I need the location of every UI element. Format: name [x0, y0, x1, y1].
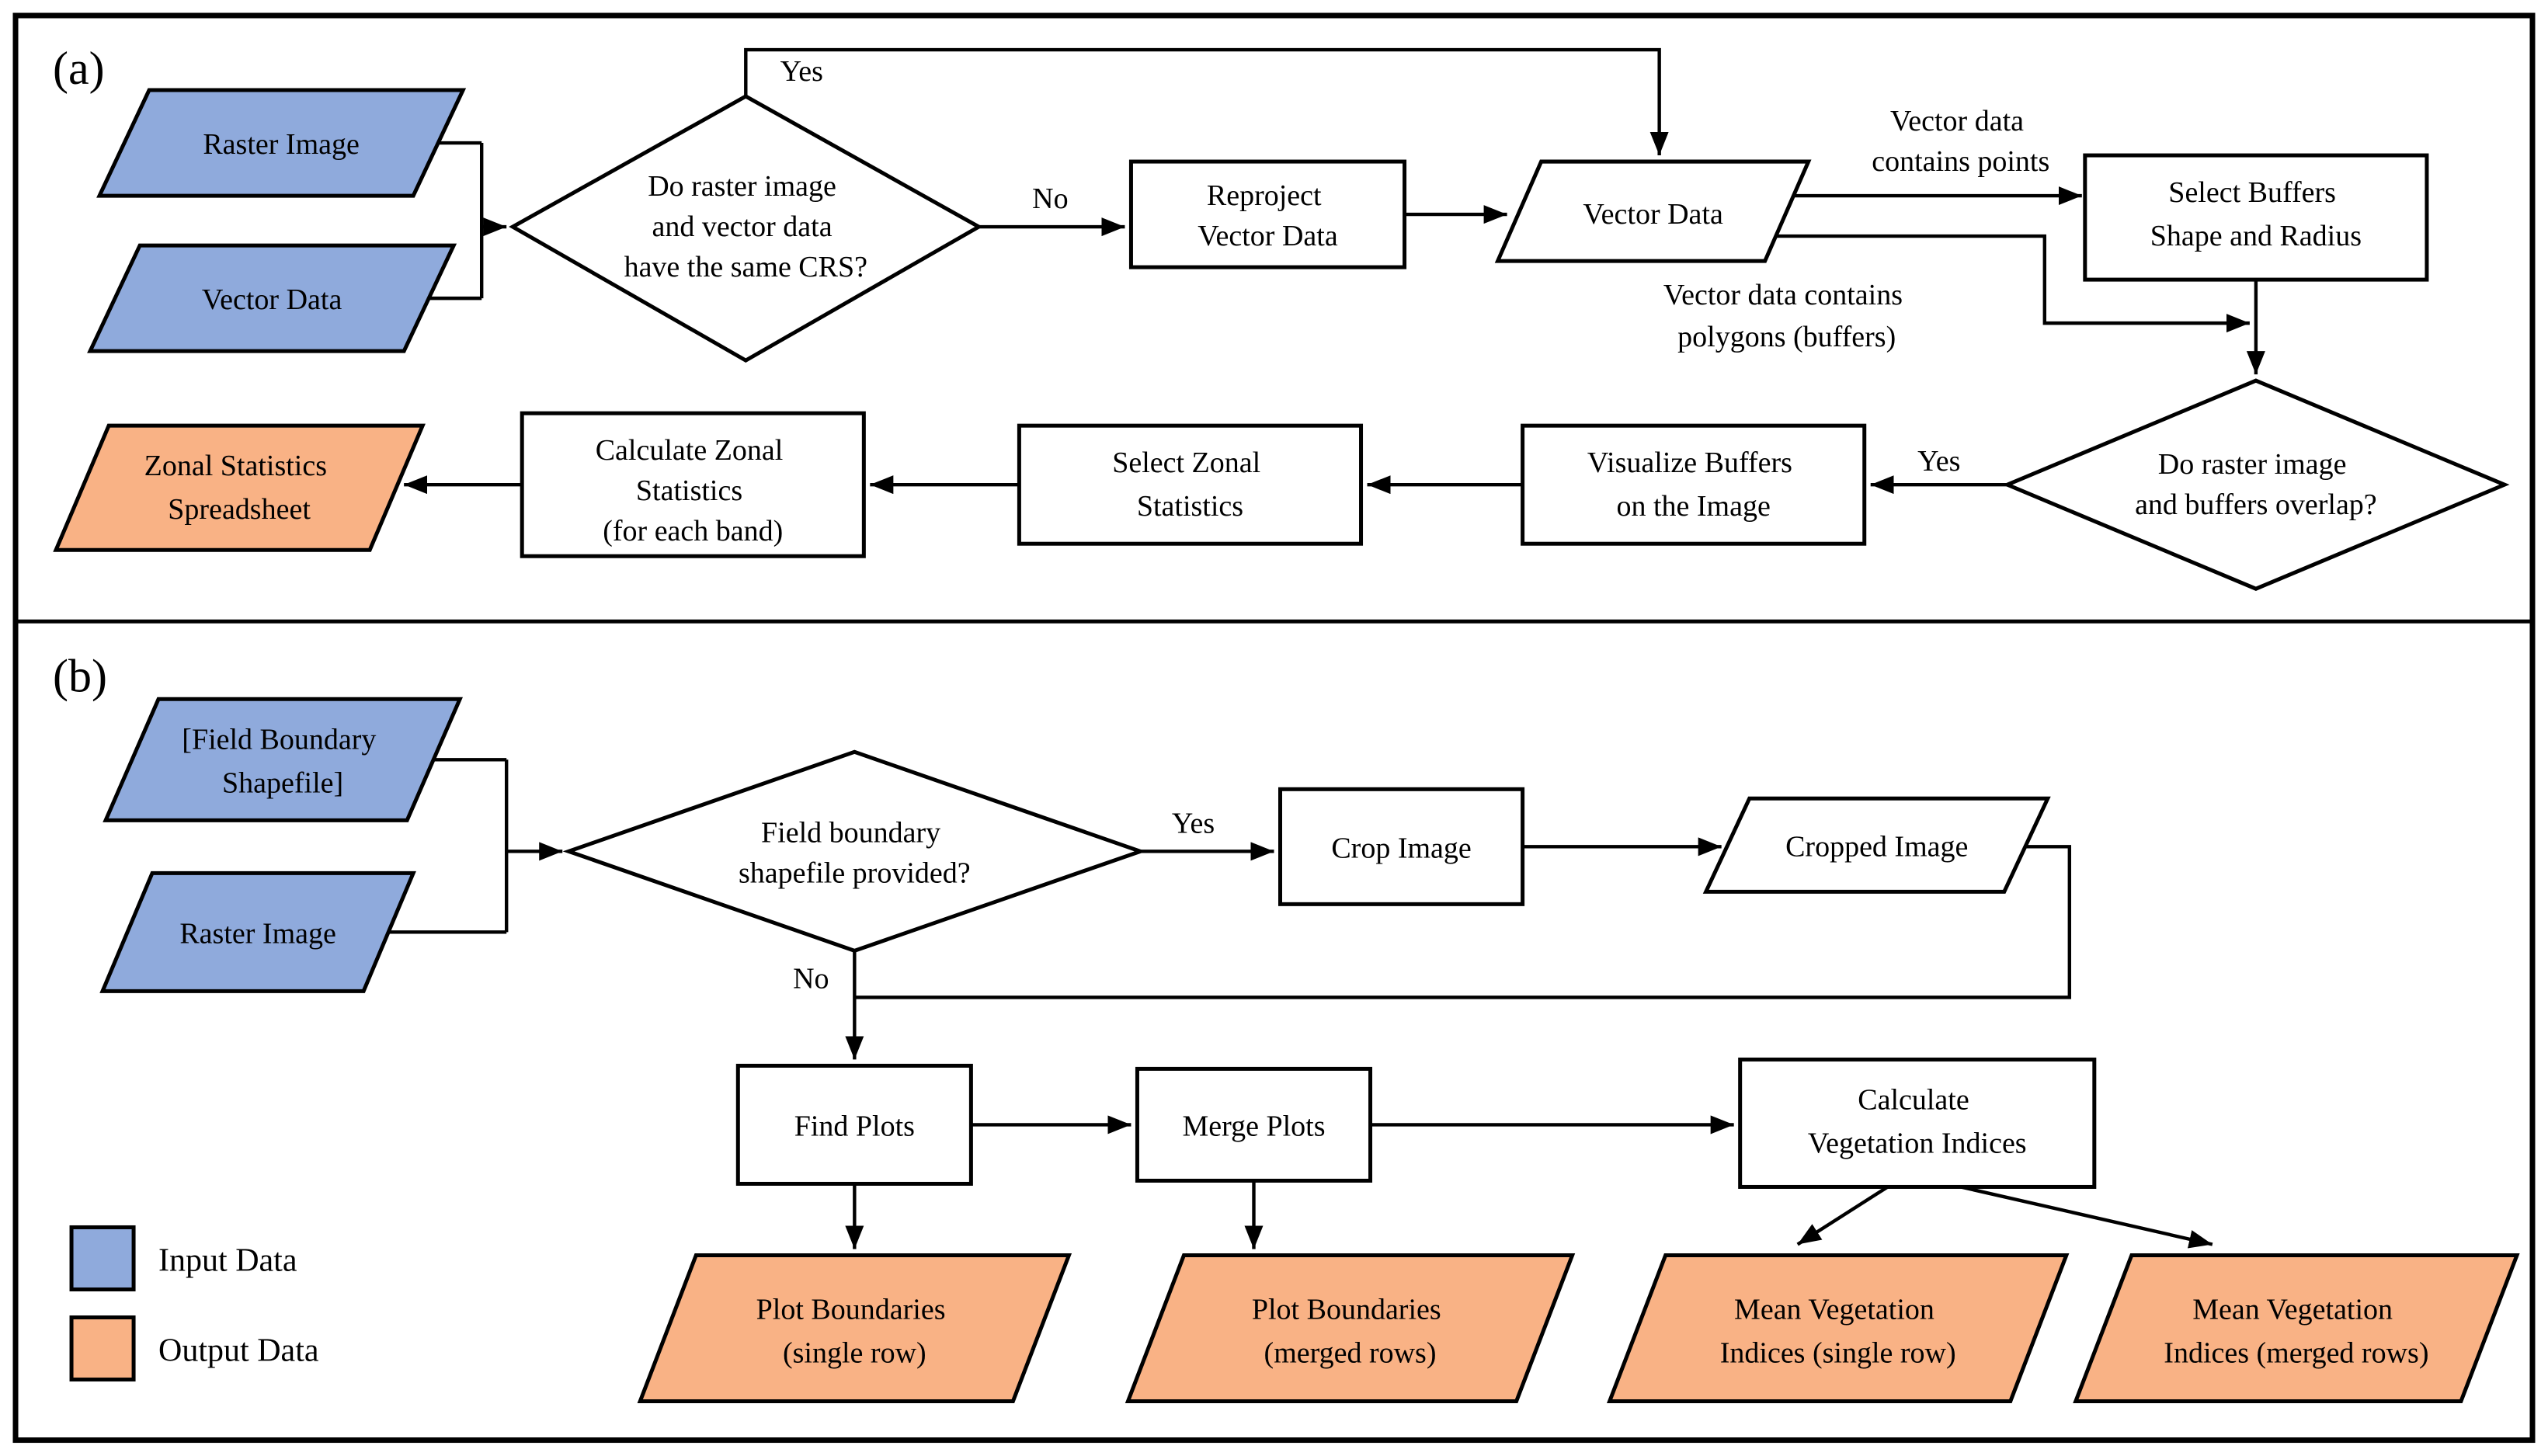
node-vector-data-input-a: Vector Data — [87, 243, 457, 353]
edge-polygons-branch — [1775, 234, 2250, 333]
field-boundary-shape — [103, 697, 464, 822]
reproject-shape — [1128, 159, 1407, 269]
cropped-image-shape — [1702, 796, 2051, 894]
edge-cropped-feedback — [854, 845, 2072, 999]
node-vector-data-a: Vector Data — [1494, 159, 1812, 263]
panel-a: (a) Yes No Vector data contains points — [53, 43, 2510, 591]
calculate-vi-shape — [1738, 1057, 2097, 1189]
raster-image-a-shape — [96, 88, 467, 198]
node-plot-boundaries-merged: Plot Boundaries (merged rows) — [1125, 1253, 1576, 1404]
node-crop-image: Crop Image — [1278, 787, 1525, 906]
mean-vi-single-text: Mean Vegetation Indices (single row) — [1720, 1294, 1956, 1370]
select-zonal-shape — [1017, 423, 1364, 546]
legend: Input Data Output Data — [69, 1225, 319, 1382]
crs-yes-label: Yes — [780, 55, 823, 88]
visualize-buffers-text: Visualize Buffers on the Image — [1587, 447, 1800, 523]
node-field-boundary-shapefile: [Field Boundary Shapefile] — [103, 697, 464, 822]
node-visualize-buffers: Visualize Buffers on the Image — [1521, 423, 1867, 546]
reproject-text: Reproject Vector Data — [1198, 179, 1338, 252]
cropped-image-text: Cropped Image — [1785, 830, 1968, 863]
plot-boundaries-single-text: Plot Boundaries (single row) — [756, 1294, 953, 1370]
panel-a-connectors — [404, 47, 2265, 495]
legend-input-label: Input Data — [158, 1242, 297, 1278]
merge-plots-shape — [1135, 1066, 1373, 1183]
edge-calcvi-to-mvi-single — [1796, 1185, 1889, 1246]
mean-vi-merged-text: Mean Vegetation Indices (merged rows) — [2164, 1294, 2428, 1370]
node-select-zonal: Select Zonal Statistics — [1017, 423, 1364, 546]
node-zonal-spreadsheet: Zonal Statistics Spreadsheet — [53, 423, 426, 552]
points-branch-label: Vector data contains points — [1872, 105, 2049, 178]
node-crs-decision: Do raster image and vector data have the… — [509, 94, 983, 363]
node-shapefile-decision: Field boundary shapefile provided? — [562, 749, 1147, 954]
raster-image-b-text: Raster Image — [179, 917, 336, 950]
node-raster-image-a: Raster Image — [96, 88, 467, 198]
visualize-buffers-shape — [1521, 423, 1867, 546]
node-cropped-image: Cropped Image — [1702, 796, 2051, 894]
node-reproject-vector-data: Reproject Vector Data — [1128, 159, 1407, 269]
vector-data-input-a-text: Vector Data — [202, 283, 342, 316]
plot-boundaries-single-shape — [637, 1253, 1072, 1404]
edge-calcvi-to-mvi-merged — [1960, 1185, 2213, 1249]
crs-decision-text: Do raster image and vector data have the… — [624, 170, 867, 283]
plot-boundaries-merged-text: Plot Boundaries (merged rows) — [1252, 1294, 1448, 1370]
raster-image-a-text: Raster Image — [203, 128, 360, 161]
panel-b-connectors — [388, 758, 2213, 1249]
node-find-plots: Find Plots — [735, 1063, 973, 1186]
field-boundary-text: [Field Boundary Shapefile] — [182, 723, 384, 799]
find-plots-shape — [735, 1063, 973, 1186]
select-buffers-shape — [2083, 153, 2429, 282]
legend-input-swatch — [69, 1225, 136, 1291]
merge-plots-text: Merge Plots — [1182, 1110, 1325, 1142]
polygons-branch-label: Vector data contains polygons (buffers) — [1663, 279, 1910, 353]
edge-crs-yes — [744, 47, 1669, 156]
vector-data-a-text: Vector Data — [1583, 198, 1723, 231]
shapefile-decision-text: Field boundary shapefile provided? — [739, 816, 971, 889]
find-plots-text: Find Plots — [794, 1110, 915, 1142]
shapefile-no-label: No — [793, 962, 829, 995]
calculate-zonal-shape — [520, 411, 866, 558]
node-calculate-zonal: Calculate Zonal Statistics (for each ban… — [520, 411, 866, 558]
calculate-zonal-text: Calculate Zonal Statistics (for each ban… — [596, 434, 791, 547]
node-select-buffers: Select Buffers Shape and Radius — [2083, 153, 2429, 282]
node-plot-boundaries-single: Plot Boundaries (single row) — [637, 1253, 1072, 1404]
node-calculate-vegetation-indices: Calculate Vegetation Indices — [1738, 1057, 2097, 1189]
vector-data-a-shape — [1494, 159, 1812, 263]
crop-image-shape — [1278, 787, 1525, 906]
raster-image-b-shape — [99, 870, 416, 993]
select-zonal-text: Select Zonal Statistics — [1112, 447, 1267, 523]
plot-boundaries-merged-shape — [1125, 1253, 1576, 1404]
node-raster-image-b: Raster Image — [99, 870, 416, 993]
panel-b-label: (b) — [53, 650, 107, 701]
mean-vi-single-shape — [1606, 1253, 2070, 1404]
zonal-spreadsheet-text: Zonal Statistics Spreadsheet — [144, 450, 335, 526]
overlap-decision-shape — [2002, 378, 2510, 591]
crop-image-text: Crop Image — [1331, 832, 1471, 864]
overlap-yes-label: Yes — [1917, 445, 1960, 478]
node-overlap-decision: Do raster image and buffers overlap? — [2002, 378, 2510, 591]
zonal-spreadsheet-shape — [53, 423, 426, 552]
node-merge-plots: Merge Plots — [1135, 1066, 1373, 1183]
legend-output-label: Output Data — [158, 1333, 319, 1369]
figure-border — [12, 12, 2536, 1444]
shapefile-decision-shape — [562, 749, 1147, 954]
legend-output-swatch — [69, 1315, 136, 1382]
shapefile-yes-label: Yes — [1172, 807, 1215, 839]
crs-decision-shape — [509, 94, 983, 363]
node-mean-vi-merged: Mean Vegetation Indices (merged rows) — [2073, 1253, 2520, 1404]
crs-no-label: No — [1032, 182, 1068, 215]
node-mean-vi-single: Mean Vegetation Indices (single row) — [1606, 1253, 2070, 1404]
panel-b: (b) Yes No [Field Boundary Shap — [53, 650, 2520, 1404]
vector-data-input-a-shape — [87, 243, 457, 353]
calculate-vi-text: Calculate Vegetation Indices — [1808, 1083, 2027, 1159]
panel-a-label: (a) — [53, 43, 105, 94]
mean-vi-merged-shape — [2073, 1253, 2520, 1404]
select-buffers-text: Select Buffers Shape and Radius — [2150, 176, 2362, 252]
overlap-decision-text: Do raster image and buffers overlap? — [2135, 448, 2377, 521]
